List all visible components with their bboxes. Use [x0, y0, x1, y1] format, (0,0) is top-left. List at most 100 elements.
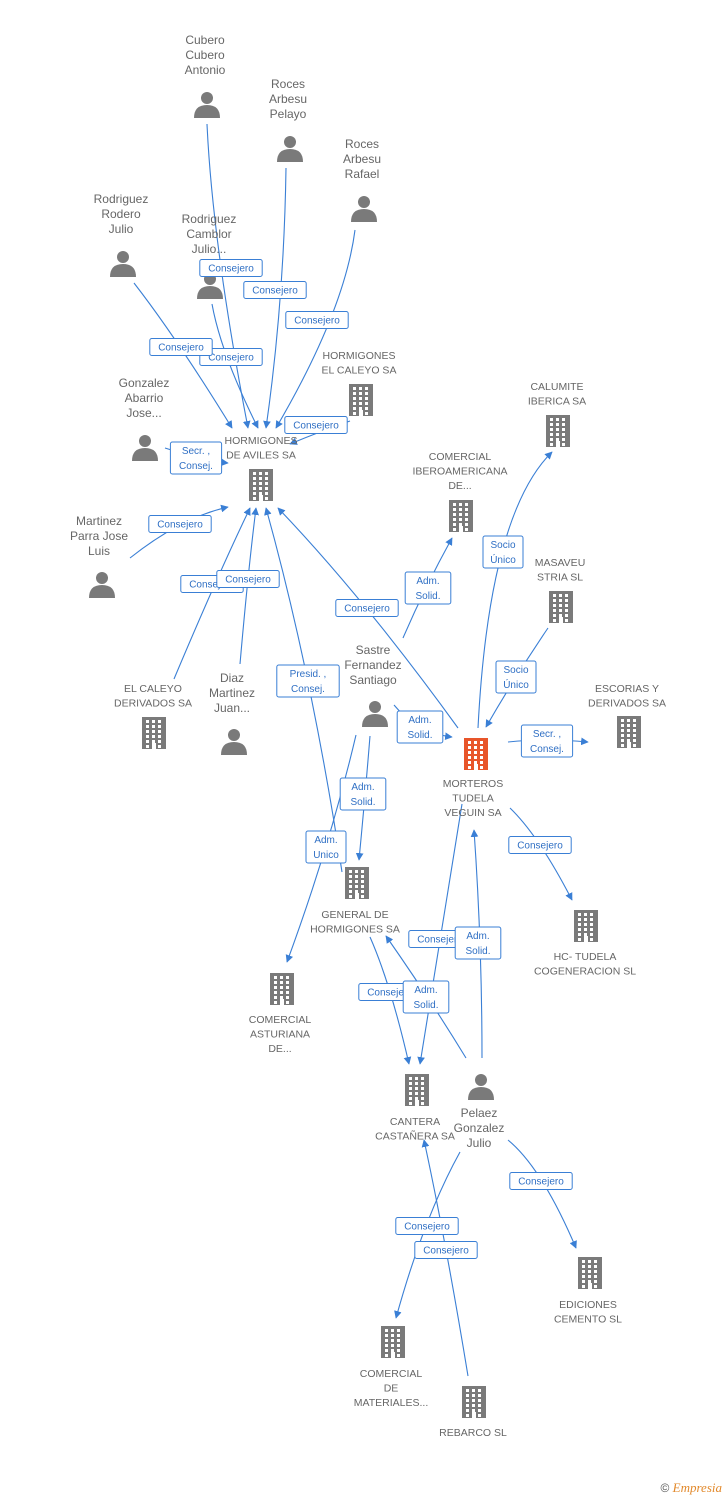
building-icon[interactable] — [464, 738, 488, 770]
node-label-line: CANTERA — [390, 1116, 440, 1128]
edge-label-text: Solid. — [407, 730, 432, 741]
edge-label[interactable]: Presid. ,Consej. — [276, 664, 340, 698]
building-icon[interactable] — [270, 973, 294, 1005]
building-icon[interactable] — [617, 716, 641, 748]
edge-label[interactable]: Consejero — [509, 1172, 573, 1190]
node-comercial-materiales[interactable]: COMERCIALDEMATERIALES... — [354, 1326, 429, 1409]
node-label-line: VEGUIN SA — [444, 807, 501, 819]
edge-label-text: Solid. — [413, 1000, 438, 1011]
building-icon[interactable] — [349, 384, 373, 416]
person-icon[interactable] — [468, 1074, 494, 1100]
building-icon[interactable] — [462, 1386, 486, 1418]
person-icon[interactable] — [221, 729, 247, 755]
building-icon[interactable] — [546, 415, 570, 447]
edge-label-text: Unico — [313, 850, 339, 861]
edge-label[interactable]: Consejero — [243, 281, 307, 299]
edge-label[interactable]: Adm.Solid. — [404, 571, 452, 605]
edge-label[interactable]: Consejero — [216, 570, 280, 588]
node-comercial-asturiana[interactable]: COMERCIALASTURIANADE... — [249, 973, 312, 1055]
building-icon[interactable] — [574, 910, 598, 942]
node-label-line: Juan... — [214, 701, 250, 715]
node-comercial-ibero[interactable]: COMERCIALIBEROAMERICANADE... — [412, 451, 508, 532]
person-icon[interactable] — [362, 701, 388, 727]
edge-label-text: Consejero — [189, 580, 235, 591]
edge-label[interactable]: Secr. ,Consej. — [169, 441, 223, 475]
node-label-line: Cubero — [185, 48, 225, 62]
node-gonzalez[interactable]: GonzalezAbarrioJose... — [119, 376, 170, 461]
building-icon[interactable] — [549, 591, 573, 623]
edge-label[interactable]: Consejero — [148, 515, 212, 533]
edge-label[interactable]: Secr. ,Consej. — [520, 724, 574, 758]
edge-label[interactable]: Adm.Solid. — [454, 926, 502, 960]
edge-label-text: Socio — [503, 665, 528, 676]
person-icon[interactable] — [277, 136, 303, 162]
person-icon[interactable] — [89, 572, 115, 598]
edge-label-text: Secr. , — [533, 729, 561, 740]
node-rebarco[interactable]: REBARCO SL — [439, 1386, 507, 1439]
edge-label[interactable]: Consejero — [335, 599, 399, 617]
node-label-line: Roces — [345, 137, 379, 151]
edge-label[interactable]: Consejero — [414, 1241, 478, 1259]
person-icon[interactable] — [110, 251, 136, 277]
building-icon[interactable] — [405, 1074, 429, 1106]
edge-label[interactable]: Adm.Solid. — [396, 710, 444, 744]
edge-el-caleyo-derivados-to-hormigones-aviles — [173, 507, 251, 680]
person-icon[interactable] — [351, 196, 377, 222]
building-icon[interactable] — [381, 1326, 405, 1358]
node-label-line: Pelayo — [270, 107, 307, 121]
brand-logo-text[interactable]: Empresia — [672, 1480, 722, 1495]
building-icon[interactable] — [345, 867, 369, 899]
node-diaz[interactable]: DiazMartinezJuan... — [209, 671, 255, 755]
node-label-line: Rafael — [345, 167, 380, 181]
edge-label[interactable]: Consejero — [285, 311, 349, 329]
building-icon[interactable] — [142, 717, 166, 749]
edge-label-text: Único — [490, 553, 516, 566]
node-rodriguez-camblor[interactable]: RodriguezCamblorJulio... — [182, 212, 237, 299]
person-icon[interactable] — [132, 435, 158, 461]
credits: © Empresia — [660, 1480, 722, 1496]
node-label-line: DE — [384, 1383, 399, 1395]
edge-label[interactable]: Adm.Solid. — [402, 980, 450, 1014]
edge-label[interactable]: Consejero — [508, 836, 572, 854]
node-label-line: Gonzalez — [119, 376, 170, 390]
edge-label[interactable]: Adm.Unico — [305, 830, 347, 864]
person-icon[interactable] — [194, 92, 220, 118]
node-label-line: Pelaez — [461, 1106, 498, 1120]
node-label-line: DE... — [268, 1043, 291, 1055]
edge-label[interactable]: Consejero — [395, 1217, 459, 1235]
edge-label-text: Socio — [490, 540, 515, 551]
edge-label[interactable]: Consejero — [199, 348, 263, 366]
node-label-line: Sastre — [356, 643, 391, 657]
building-icon[interactable] — [449, 500, 473, 532]
edge-label-text: Consejero — [157, 520, 203, 531]
edge-label[interactable]: Consejero — [199, 259, 263, 277]
edge-label[interactable]: Consejero — [149, 338, 213, 356]
building-icon[interactable] — [249, 469, 273, 501]
edge-label[interactable]: Adm.Solid. — [339, 777, 387, 811]
edge-label[interactable]: Consejero — [284, 416, 348, 434]
edge-pelaez-to-ediciones — [507, 1139, 577, 1249]
building-icon[interactable] — [578, 1257, 602, 1289]
